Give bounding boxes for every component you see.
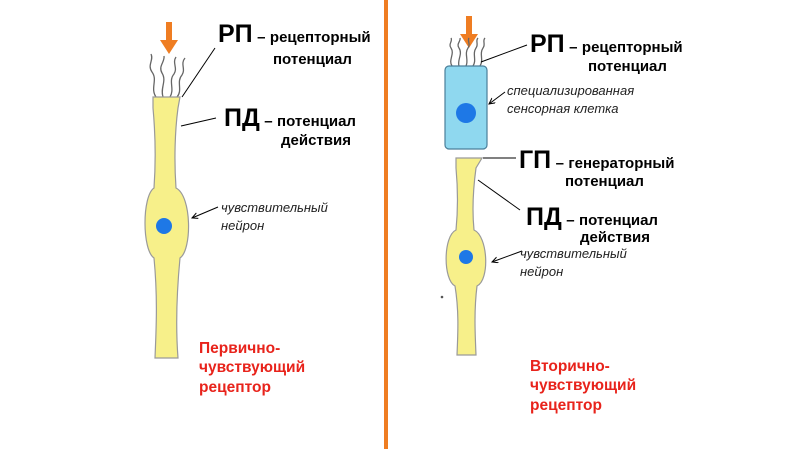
pointer-neuron-left bbox=[192, 206, 219, 218]
neuron-note-left: чувствительный нейрон bbox=[221, 199, 328, 234]
pointer-sensory-cell bbox=[489, 91, 506, 104]
pd-text-left-1: потенциал bbox=[277, 113, 356, 130]
label-rp-left: РП – рецепторный bbox=[218, 22, 371, 48]
title-right: Вторично- чувствующий рецептор bbox=[530, 357, 636, 415]
pd-abbr-right: ПД bbox=[526, 203, 562, 231]
pd-text-right-1: потенциал bbox=[579, 212, 658, 229]
pointer-rp-right bbox=[480, 44, 528, 63]
title-left-2: чувствующий bbox=[199, 359, 306, 377]
title-right-1: Вторично- bbox=[530, 358, 610, 375]
label-pd-right: ПД – потенциал bbox=[526, 205, 658, 231]
nucleus-left bbox=[156, 218, 172, 234]
pointer-rp-left bbox=[181, 47, 216, 98]
rp-text-left-2: потенциал bbox=[273, 51, 352, 68]
label-rp-right: РП – рецепторный bbox=[530, 32, 683, 58]
pd-text-right-2: действия bbox=[580, 229, 650, 246]
receptor-endings-left bbox=[149, 53, 186, 98]
rp-dash-left: – bbox=[257, 29, 266, 46]
nucleus-sensory-cell bbox=[456, 103, 476, 123]
rp-text-right-2: потенциал bbox=[588, 58, 667, 75]
stray-dot bbox=[440, 295, 444, 299]
label-gp-right: ГП – генераторный bbox=[519, 148, 674, 174]
sensory-note-1: специализированная bbox=[507, 83, 635, 98]
neuron-note-right-2: нейрон bbox=[520, 263, 564, 279]
gp-abbr-right: ГП bbox=[519, 146, 552, 174]
rp-dash-right: – bbox=[569, 39, 578, 56]
neuron-note-right: чувствительный нейрон bbox=[520, 245, 627, 280]
pointer-pd-left bbox=[180, 117, 217, 127]
neuron-note-left-1: чувствительный bbox=[221, 200, 328, 215]
rp-text-right-1: рецепторный bbox=[581, 39, 683, 56]
sensory-cell-note: специализированная сенсорная клетка bbox=[507, 82, 634, 117]
nucleus-right bbox=[459, 250, 473, 264]
title-left: Первично- чувствующий рецептор bbox=[199, 339, 305, 397]
pd-abbr-left: ПД bbox=[224, 104, 260, 132]
pointer-pd-right bbox=[477, 179, 521, 211]
stimulus-arrow-left bbox=[160, 22, 178, 54]
pd-dash-right: – bbox=[566, 212, 575, 229]
title-right-3: рецептор bbox=[530, 396, 602, 414]
title-left-3: рецептор bbox=[199, 378, 271, 396]
pd-text-left-2: действия bbox=[281, 132, 351, 149]
label-pd-left: ПД – потенциал bbox=[224, 106, 356, 132]
sensory-note-2: сенсорная клетка bbox=[507, 100, 619, 116]
title-right-2: чувствующий bbox=[530, 377, 637, 395]
gp-dash-right: – bbox=[555, 155, 564, 172]
receptor-endings-right bbox=[449, 37, 486, 67]
gp-text-right-1: генераторный bbox=[568, 155, 675, 172]
rp-abbr-left: РП bbox=[218, 20, 253, 48]
neuron-note-right-1: чувствительный bbox=[520, 246, 627, 261]
rp-text-left-1: рецепторный bbox=[269, 29, 371, 46]
pointer-neuron-right bbox=[492, 250, 523, 262]
title-left-1: Первично- bbox=[199, 340, 281, 357]
rp-abbr-right: РП bbox=[530, 30, 565, 58]
stimulus-arrow-right bbox=[460, 16, 478, 48]
neuron-note-left-2: нейрон bbox=[221, 217, 265, 233]
pd-dash-left: – bbox=[264, 113, 273, 130]
left-diagram bbox=[144, 22, 219, 359]
right-diagram bbox=[440, 16, 528, 356]
gp-text-right-2: потенциал bbox=[565, 173, 644, 190]
